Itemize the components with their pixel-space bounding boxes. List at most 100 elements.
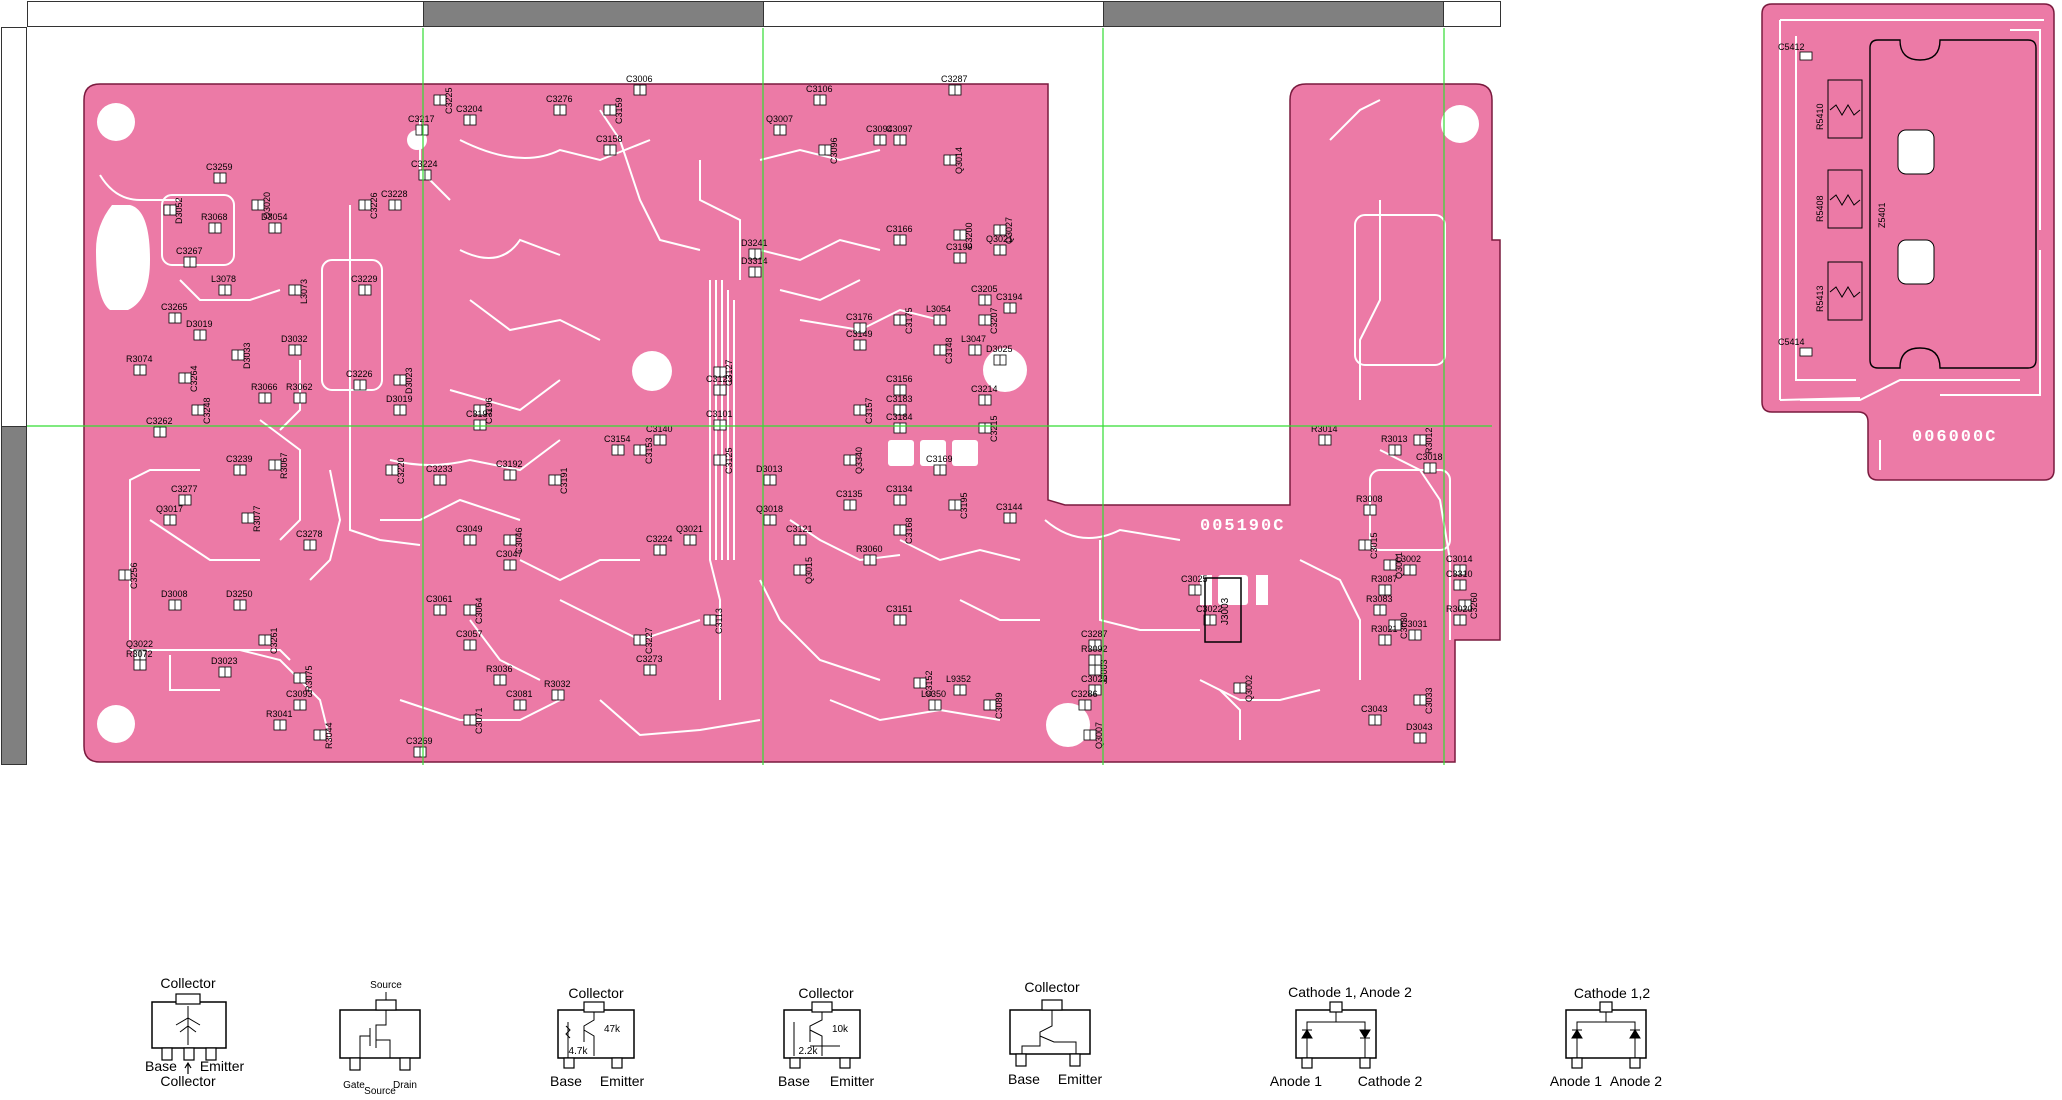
component-ref-label: C3152 bbox=[924, 670, 934, 697]
component-ref-label: C3264 bbox=[189, 365, 199, 392]
component-ref-label: C3157 bbox=[864, 397, 874, 424]
component-ref-label: Q3340 bbox=[854, 447, 864, 474]
pkg6-cathode2-label: Cathode 2 bbox=[1358, 1073, 1423, 1089]
component-ref-label: R3014 bbox=[1311, 424, 1338, 434]
component-ref-label: C3204 bbox=[456, 104, 483, 114]
component-ref-label: Q3014 bbox=[954, 147, 964, 174]
component-ref-label: Q3017 bbox=[156, 504, 183, 514]
component-ref-label: R3083 bbox=[1366, 594, 1393, 604]
pkg2-bottom-label: Source bbox=[364, 1086, 396, 1095]
pkg4-r2-label: 2.2k bbox=[799, 1046, 819, 1057]
component-ref-label: C3194 bbox=[996, 292, 1023, 302]
mount-hole bbox=[97, 103, 135, 141]
component-ref-label: C3184 bbox=[886, 412, 913, 422]
component-ref-label: R3092 bbox=[1081, 644, 1108, 654]
component-ref-label: C3046 bbox=[514, 527, 524, 554]
component-ref-label: C3125 bbox=[724, 447, 734, 474]
component-ref-label: C3239 bbox=[226, 454, 253, 464]
component-ref-label: C3248 bbox=[202, 397, 212, 424]
component-ref-label: C3215 bbox=[989, 415, 999, 442]
pkg5-emitter-label: Emitter bbox=[1058, 1071, 1103, 1087]
component-ref-label: C3286 bbox=[1071, 689, 1098, 699]
component-ref-label: C3135 bbox=[836, 489, 863, 499]
component-ref-label: C3144 bbox=[996, 502, 1023, 512]
component-ref-label: Q3021 bbox=[986, 234, 1013, 244]
component-ref-label: D3025 bbox=[986, 344, 1013, 354]
side-cell-1 bbox=[1, 27, 27, 427]
component-ref-label: C3031 bbox=[1401, 619, 1428, 629]
component-ref-label: C3014 bbox=[1446, 554, 1473, 564]
component-ref-label: C3153 bbox=[644, 437, 654, 464]
component-ref-label: D3023 bbox=[404, 367, 414, 394]
component-ref-label: C3049 bbox=[456, 524, 483, 534]
pkg1-emitter-label: Emitter bbox=[200, 1058, 245, 1074]
component-ref-label: C3207 bbox=[989, 307, 999, 334]
component-ref-label: C3029 bbox=[1081, 674, 1108, 684]
component-ref-label: D3314 bbox=[741, 256, 768, 266]
component-ref-label: C3134 bbox=[886, 484, 913, 494]
component-ref-label: C3121 bbox=[786, 524, 813, 534]
component-ref-label: C3113 bbox=[714, 608, 724, 634]
component-ref-label: C3081 bbox=[506, 689, 533, 699]
component-ref-label: R3077 bbox=[252, 505, 262, 532]
jack-j3003-label: J3003 bbox=[1220, 597, 1231, 625]
component-ref-label: C3273 bbox=[636, 654, 663, 664]
component-ref-label: R3013 bbox=[1381, 434, 1408, 444]
component-ref-label: C3196 bbox=[484, 397, 494, 424]
component-ref-label: C3127 bbox=[724, 359, 734, 386]
component-ref-label: C3226 bbox=[346, 369, 373, 379]
component-ref-label: C3158 bbox=[596, 134, 623, 144]
component-ref-label: C3233 bbox=[426, 464, 453, 474]
component-ref-label: R3041 bbox=[266, 709, 293, 719]
component-ref-label: C3033 bbox=[1424, 687, 1434, 714]
component-ref-label: C3094 bbox=[866, 124, 893, 134]
pkg3-emitter-label: Emitter bbox=[600, 1073, 645, 1089]
label-r5413: R5413 bbox=[1815, 285, 1825, 312]
component-ref-label: C3168 bbox=[904, 517, 914, 544]
component-ref-label: D3008 bbox=[161, 589, 188, 599]
component-ref-label: D3250 bbox=[226, 589, 253, 599]
component-ref-label: D3013 bbox=[756, 464, 783, 474]
component-ref-label: Q3021 bbox=[676, 524, 703, 534]
component-ref-label: C3265 bbox=[161, 302, 188, 312]
pkg1-bottom-label: Collector bbox=[160, 1073, 216, 1089]
component-ref-label: C3226 bbox=[369, 192, 379, 219]
pkg3-base-label: Base bbox=[550, 1073, 582, 1089]
component-ref-label: C3260 bbox=[1469, 592, 1479, 619]
pcb-traces bbox=[99, 99, 1451, 741]
pkg4-emitter-label: Emitter bbox=[830, 1073, 875, 1089]
small-board-slot bbox=[1897, 129, 1935, 175]
mount-hole bbox=[632, 351, 672, 391]
board-code-main: 005190C bbox=[1200, 517, 1285, 536]
component-ref-label: C3192 bbox=[496, 459, 523, 469]
component-ref-label: C3259 bbox=[206, 162, 233, 172]
component-ref-label: C3214 bbox=[971, 384, 998, 394]
pkg7-anode1-label: Anode 1 bbox=[1550, 1073, 1602, 1089]
component-ref-label: C3227 bbox=[644, 627, 654, 654]
component-ref-label: L3073 bbox=[299, 279, 309, 304]
component-ref-label: D3019 bbox=[186, 319, 213, 329]
component-ref-label: C3101 bbox=[706, 409, 733, 419]
component-ref-label: C3030 bbox=[1399, 612, 1409, 639]
package-sot23: Collector Base Emitter bbox=[1008, 979, 1102, 1087]
jack-j3003 bbox=[1204, 577, 1242, 643]
pkg4-top-label: Collector bbox=[798, 985, 854, 1001]
component-ref-label: C3022 bbox=[1196, 604, 1223, 614]
component-ref-label: C3093 bbox=[286, 689, 313, 699]
component-ref-label: C3229 bbox=[351, 274, 378, 284]
component-ref-label: R3087 bbox=[1371, 574, 1398, 584]
component-ref-label: C3191 bbox=[559, 467, 569, 494]
component-ref-label: C3276 bbox=[546, 94, 573, 104]
component-ref-label: C3176 bbox=[846, 312, 873, 322]
component-markers bbox=[118, 84, 1472, 758]
component-ref-label: D3054 bbox=[261, 212, 288, 222]
component-ref-label: C3267 bbox=[176, 246, 203, 256]
component-ref-label: C3205 bbox=[971, 284, 998, 294]
component-ref-label: R3012 bbox=[1424, 427, 1434, 454]
mount-hole bbox=[97, 705, 135, 743]
component-ref-label: L9350 bbox=[921, 689, 946, 699]
ruler-cell-3 bbox=[763, 1, 1104, 27]
component-ref-label: Q3027 bbox=[1004, 217, 1014, 244]
label-c5412: C5412 bbox=[1778, 42, 1805, 52]
small-board-resistors bbox=[1827, 79, 1863, 321]
